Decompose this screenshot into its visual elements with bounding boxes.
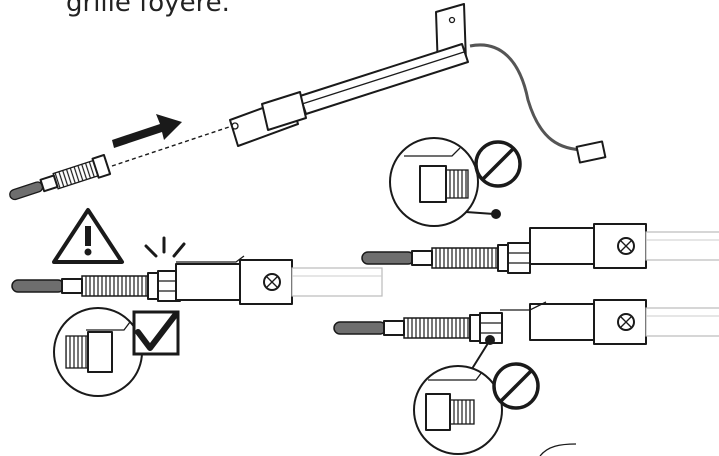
page-corner-curve [539,443,577,456]
spring-clip [176,255,245,263]
caption-text: grille foyère. [66,0,230,18]
warning-icon [52,208,124,264]
prohibited-icon [474,140,522,188]
arrow-icon [112,114,182,148]
glow-plug-incorrect-bottom [333,312,503,344]
check-icon [132,310,180,356]
glow-plug-diagonal [9,153,112,201]
bracket-correct [175,259,383,305]
cable-connector [575,140,607,164]
sound-burst-icon [144,236,186,258]
glow-plug-correct [11,270,181,302]
bracket-incorrect-top [529,223,719,269]
glow-plug-incorrect-top [361,242,531,274]
detail-incorrect-top [389,137,501,227]
prohibited-icon [492,362,540,410]
insertion-path [111,125,233,167]
spring-clip [500,301,547,311]
mounting-arm [229,3,469,147]
detail-correct [53,307,143,397]
bracket-incorrect-bottom [529,299,719,345]
detail-incorrect-bottom [413,365,503,455]
power-cable [469,43,587,152]
